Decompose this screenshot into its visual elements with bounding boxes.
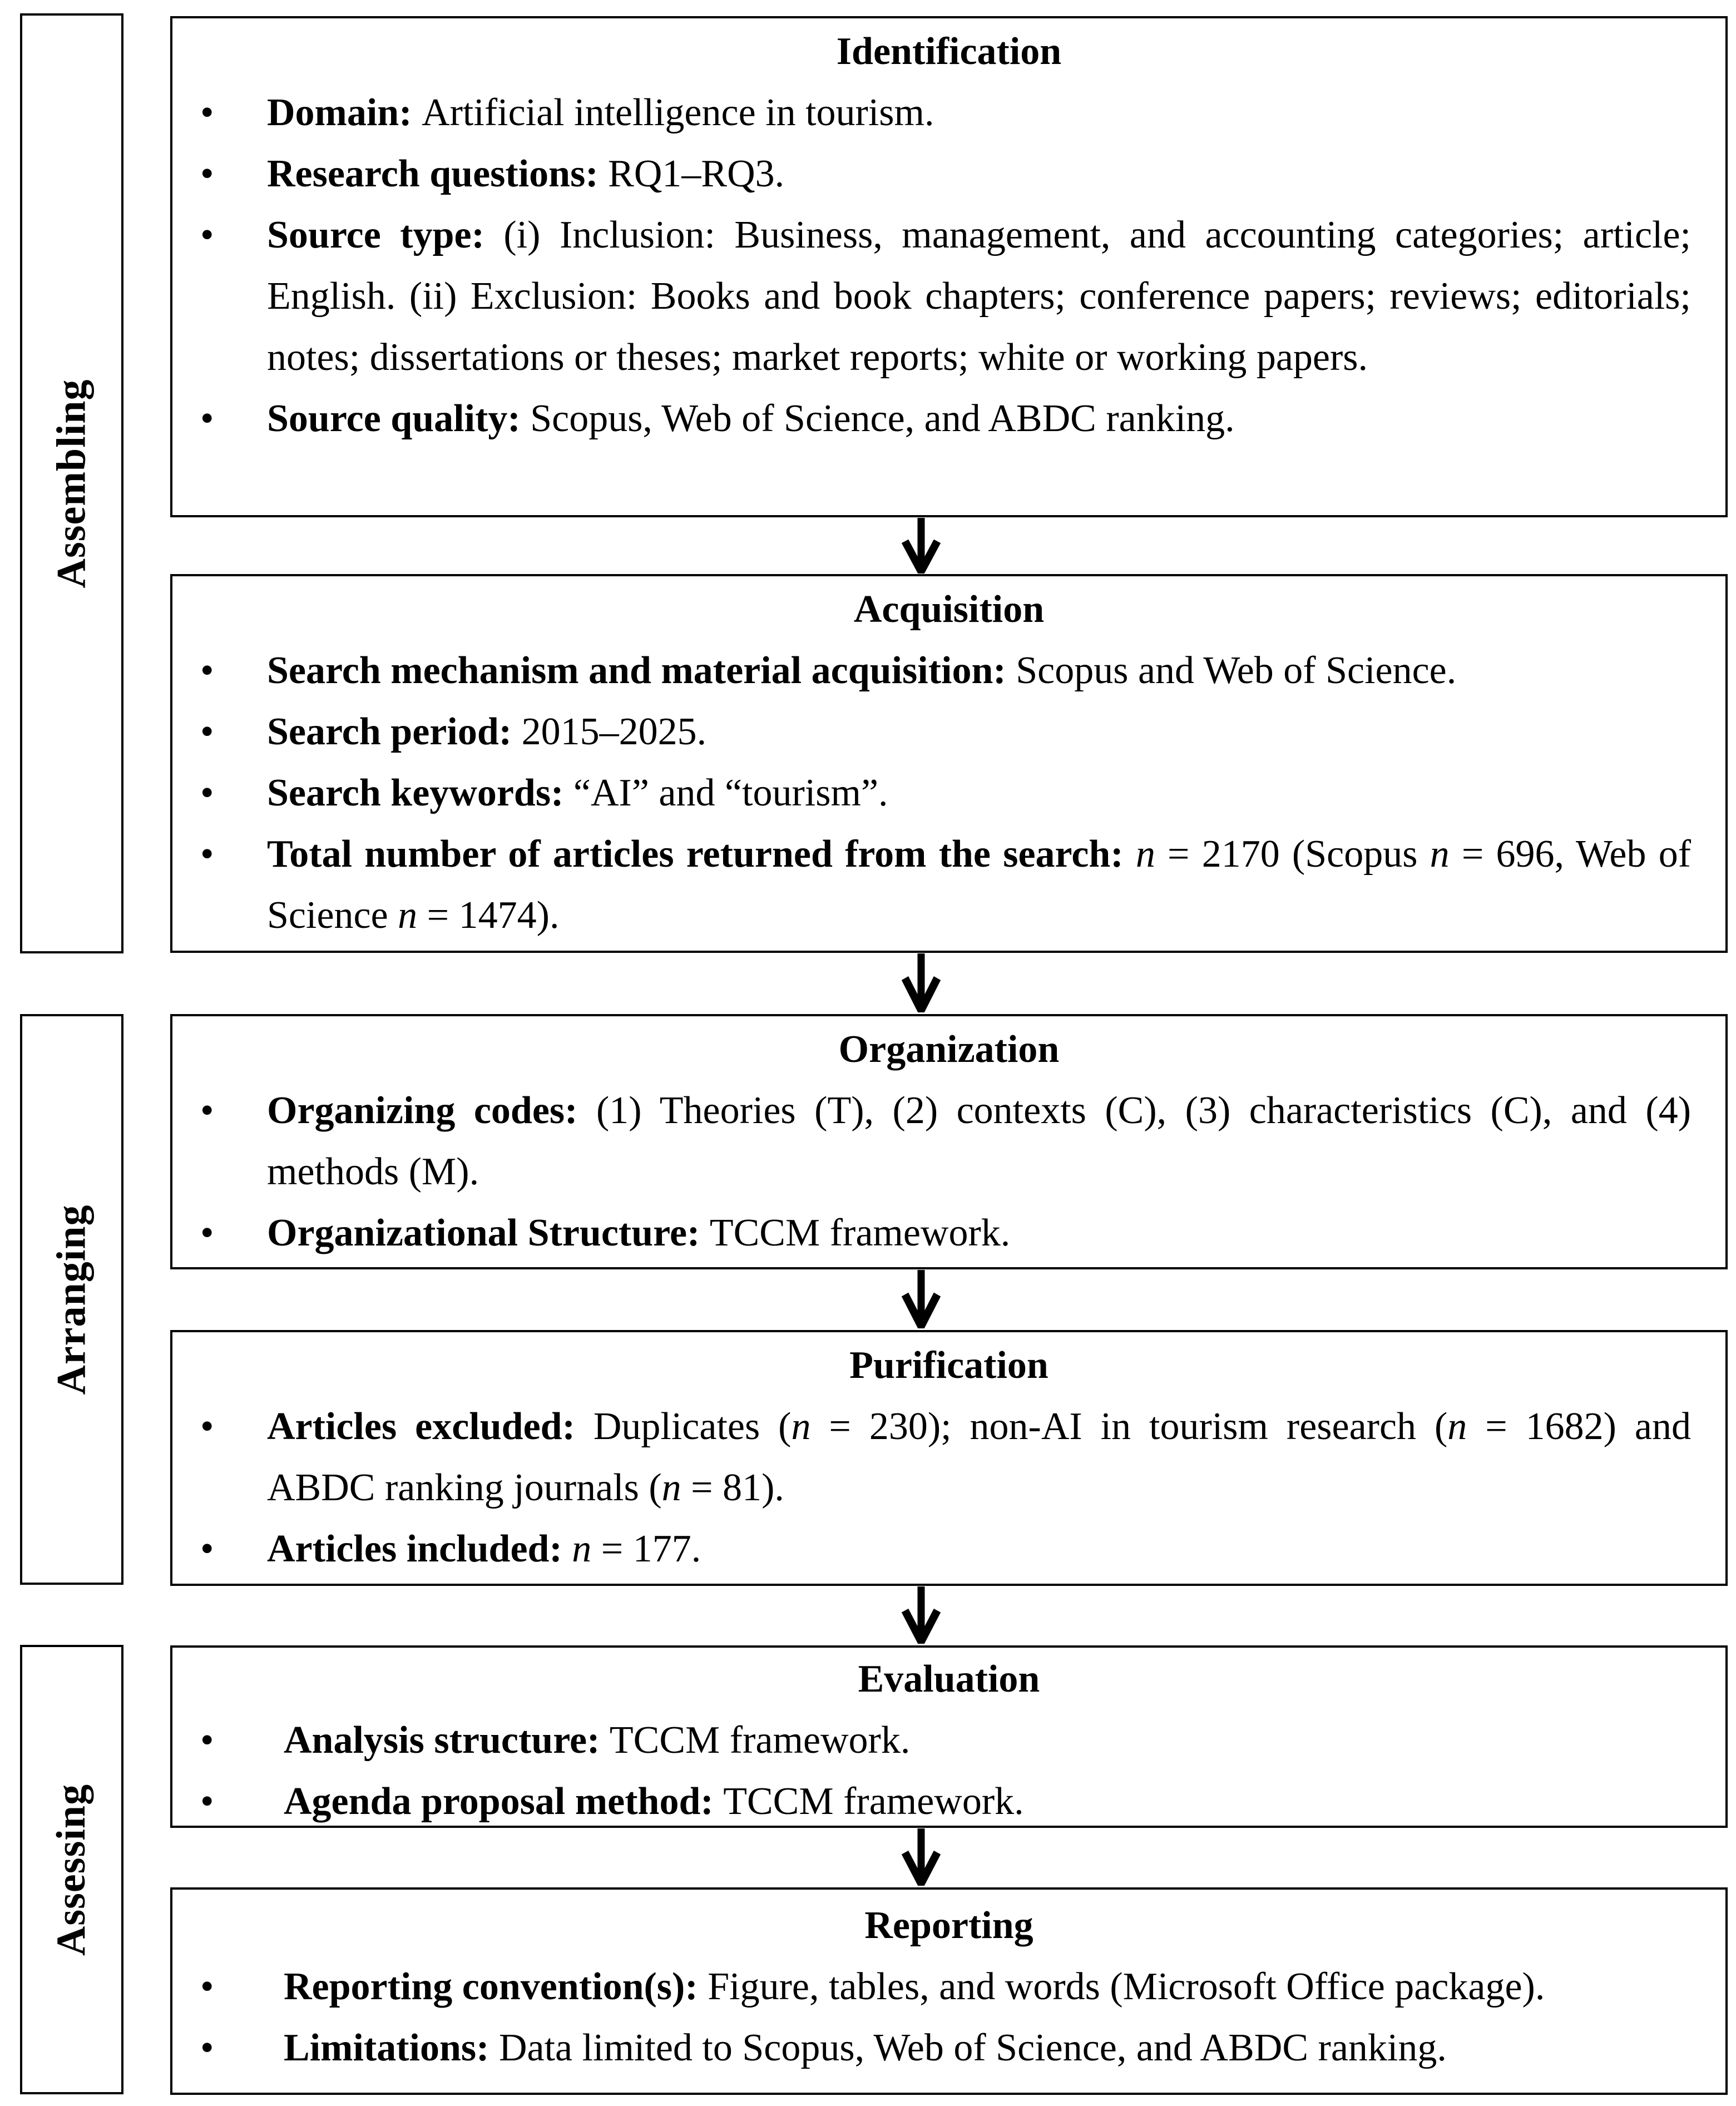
bullet-item: •Organizational Structure: TCCM framewor… <box>172 1203 1725 1264</box>
stage-title-purification: Purification <box>849 1344 1048 1387</box>
bullet-marker: • <box>200 833 214 876</box>
stage-title-reporting: Reporting <box>864 1904 1033 1947</box>
bullet-item: •Search keywords: “AI” and “tourism”. <box>172 763 1725 824</box>
stage-box-evaluation: Evaluation •Analysis structure: TCCM fra… <box>170 1645 1728 1828</box>
stage-box-reporting: Reporting •Reporting convention(s): Figu… <box>170 1887 1728 2095</box>
bullet-item: •Reporting convention(s): Figure, tables… <box>172 1956 1725 2018</box>
bullet-marker: • <box>200 1719 214 1762</box>
bullet-item: •Domain: Artificial intelligence in tour… <box>172 82 1725 144</box>
down-arrow-icon <box>888 1828 954 1886</box>
stage-items-purification: •Articles excluded: Duplicates (n = 230)… <box>172 1396 1725 1580</box>
phase-box-assembling: Assembling <box>20 13 123 953</box>
stage-items-organization: •Organizing codes: (1) Theories (T), (2)… <box>172 1080 1725 1264</box>
down-arrow-icon <box>888 1586 954 1644</box>
phase-box-arranging: Arranging <box>20 1014 123 1585</box>
bullet-marker: • <box>200 710 214 753</box>
stage-title-acquisition: Acquisition <box>853 588 1045 631</box>
bullet-item: •Analysis structure: TCCM framework. <box>172 1710 1725 1771</box>
bullet-item: •Limitations: Data limited to Scopus, We… <box>172 2018 1725 2079</box>
down-arrow-icon <box>888 1270 954 1328</box>
stage-box-organization: Organization •Organizing codes: (1) Theo… <box>170 1014 1728 1269</box>
stage-box-identification: Identification •Domain: Artificial intel… <box>170 16 1728 517</box>
bullet-marker: • <box>200 649 214 692</box>
stage-items-reporting: •Reporting convention(s): Figure, tables… <box>172 1956 1725 2079</box>
stage-box-acquisition: Acquisition •Search mechanism and materi… <box>170 574 1728 953</box>
phase-label-assessing: Assessing <box>48 1783 95 1956</box>
bullet-marker: • <box>200 152 214 195</box>
bullet-item: •Search period: 2015–2025. <box>172 701 1725 763</box>
bullet-marker: • <box>200 1527 214 1570</box>
bullet-marker: • <box>200 1405 214 1448</box>
down-arrow-icon <box>888 953 954 1012</box>
bullet-item: •Agenda proposal method: TCCM framework. <box>172 1771 1725 1826</box>
bullet-marker: • <box>200 1089 214 1132</box>
stage-items-acquisition: •Search mechanism and material acquisiti… <box>172 640 1725 946</box>
bullet-marker: • <box>200 772 214 814</box>
phase-label-arranging: Arranging <box>48 1204 95 1395</box>
bullet-marker: • <box>200 1212 214 1254</box>
bullet-item: •Search mechanism and material acquisiti… <box>172 640 1725 701</box>
stage-items-identification: •Domain: Artificial intelligence in tour… <box>172 82 1725 449</box>
bullet-marker: • <box>200 214 214 256</box>
stage-title-evaluation: Evaluation <box>858 1658 1040 1700</box>
bullet-marker: • <box>200 1780 214 1823</box>
bullet-marker: • <box>200 397 214 440</box>
phase-label-assembling: Assembling <box>48 379 95 588</box>
bullet-item: •Articles excluded: Duplicates (n = 230)… <box>172 1396 1725 1519</box>
stage-box-purification: Purification •Articles excluded: Duplica… <box>170 1330 1728 1586</box>
bullet-item: •Organizing codes: (1) Theories (T), (2)… <box>172 1080 1725 1203</box>
bullet-marker: • <box>200 1965 214 2008</box>
stage-items-evaluation: •Analysis structure: TCCM framework.•Age… <box>172 1710 1725 1826</box>
bullet-item: •Source type: (i) Inclusion: Business, m… <box>172 205 1725 388</box>
bullet-marker: • <box>200 2026 214 2069</box>
bullet-item: •Source quality: Scopus, Web of Science,… <box>172 388 1725 449</box>
bullet-item: •Articles included: n = 177. <box>172 1519 1725 1580</box>
stage-title-identification: Identification <box>836 30 1062 73</box>
bullet-item: •Research questions: RQ1–RQ3. <box>172 144 1725 205</box>
bullet-item: •Total number of articles returned from … <box>172 824 1725 946</box>
stage-title-organization: Organization <box>838 1028 1060 1071</box>
bullet-marker: • <box>200 91 214 134</box>
phase-box-assessing: Assessing <box>20 1645 123 2094</box>
down-arrow-icon <box>888 518 954 574</box>
